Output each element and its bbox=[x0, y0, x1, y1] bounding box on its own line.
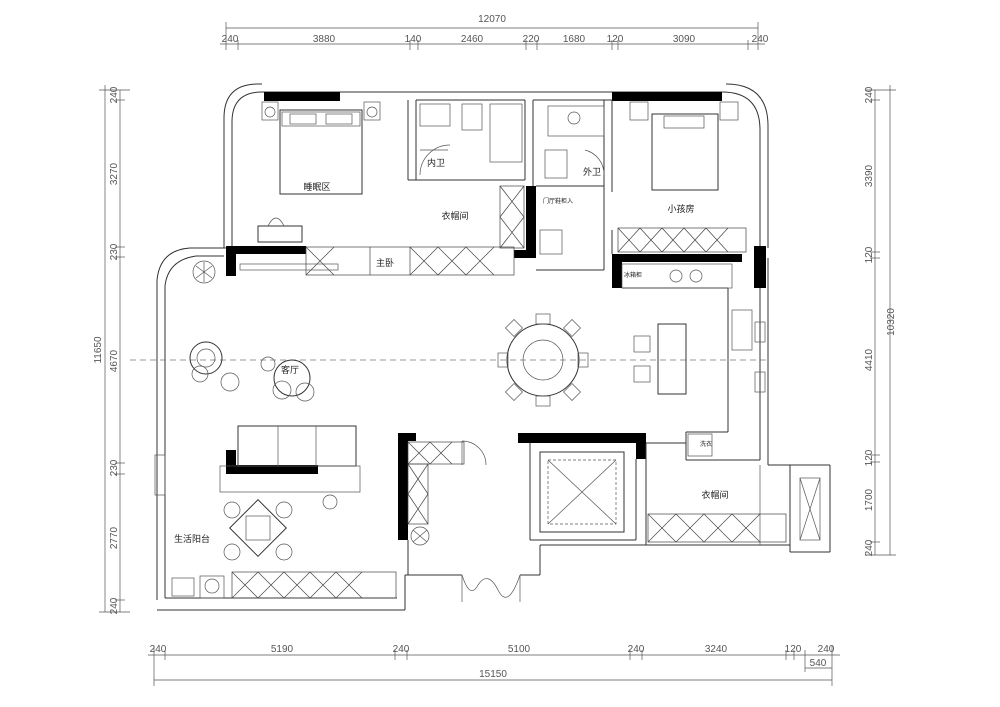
kitchen-counter bbox=[621, 263, 753, 351]
outer-bath-fixtures bbox=[544, 105, 605, 179]
right-dimension-lines bbox=[865, 85, 896, 556]
label-balcony: 生活阳台 bbox=[174, 533, 210, 545]
dim-right-3: 120 bbox=[864, 246, 875, 263]
closet-bottom bbox=[647, 465, 787, 545]
washer bbox=[687, 433, 713, 457]
dim-right-total: 10320 bbox=[886, 308, 897, 336]
wardrobe-strip-top bbox=[305, 246, 515, 276]
balcony-cabinets bbox=[171, 571, 397, 599]
label-fridge: 冰箱柜 bbox=[624, 271, 642, 279]
dim-left-2: 3270 bbox=[109, 162, 120, 185]
dim-top-6: 1680 bbox=[563, 34, 586, 45]
label-closet-top: 衣帽间 bbox=[441, 210, 468, 222]
dim-right-7: 240 bbox=[864, 539, 875, 556]
label-sleeping-area: 睡眠区 bbox=[303, 181, 330, 193]
dim-top-2: 3880 bbox=[313, 34, 336, 45]
entrance-door bbox=[461, 574, 521, 602]
dim-bottom-total: 15150 bbox=[479, 669, 507, 680]
bench bbox=[239, 263, 339, 271]
dim-top-total: 12070 bbox=[478, 14, 506, 25]
dim-left-7: 240 bbox=[109, 597, 120, 614]
dim-top-9: 240 bbox=[752, 34, 769, 45]
outer-walls bbox=[154, 83, 831, 611]
desk bbox=[257, 217, 303, 243]
dim-top-4: 2460 bbox=[461, 34, 484, 45]
dim-top-8: 3090 bbox=[673, 34, 696, 45]
label-laundry: 洗衣 bbox=[700, 440, 712, 448]
dim-right-5: 120 bbox=[864, 449, 875, 466]
dim-left-5: 230 bbox=[109, 459, 120, 476]
double-bed bbox=[261, 101, 381, 195]
wardrobe-kids bbox=[617, 227, 747, 253]
dim-bottom-8: 240 bbox=[818, 644, 835, 655]
lounge-chairs bbox=[189, 341, 315, 402]
dim-bottom-4: 5100 bbox=[508, 644, 531, 655]
label-living-room: 客厅 bbox=[281, 364, 299, 376]
dim-top-5: 220 bbox=[523, 34, 540, 45]
dim-bottom-6: 3240 bbox=[705, 644, 728, 655]
wardrobe-vertical bbox=[499, 185, 525, 249]
dim-bottom-1: 240 bbox=[150, 644, 167, 655]
dim-right-1: 240 bbox=[864, 86, 875, 103]
single-bed bbox=[629, 101, 739, 191]
balcony-table bbox=[223, 499, 293, 561]
dim-top-1: 240 bbox=[222, 34, 239, 45]
dining-table bbox=[497, 313, 589, 407]
label-closet-bottom: 衣帽间 bbox=[701, 489, 728, 501]
dim-bottom-3: 240 bbox=[393, 644, 410, 655]
entry-cabinet bbox=[407, 440, 487, 525]
dim-right-2: 3390 bbox=[864, 164, 875, 187]
label-inner-bath: 内卫 bbox=[427, 157, 445, 169]
dim-bottom-2: 5190 bbox=[271, 644, 294, 655]
sofa bbox=[219, 425, 361, 510]
dim-left-4: 4670 bbox=[109, 349, 120, 372]
kitchen-island bbox=[633, 323, 687, 395]
dim-left-3: 230 bbox=[109, 243, 120, 260]
label-outer-bath: 外卫 bbox=[583, 166, 601, 178]
inner-bath-fixtures bbox=[419, 103, 523, 176]
dim-right-4: 4410 bbox=[864, 348, 875, 371]
left-dimension-lines bbox=[99, 85, 130, 613]
dim-left-6: 2770 bbox=[109, 526, 120, 549]
utility-sink bbox=[539, 229, 563, 255]
dim-bottom-7: 120 bbox=[785, 644, 802, 655]
dim-left-total: 11650 bbox=[93, 336, 104, 364]
bottom-dimension-lines bbox=[148, 646, 840, 686]
label-storage: 门厅鞋柜入 bbox=[543, 197, 573, 205]
dim-left-1: 240 bbox=[109, 86, 120, 103]
dim-right-6: 1700 bbox=[864, 488, 875, 511]
skylight-void bbox=[539, 451, 625, 533]
structural-walls bbox=[226, 92, 766, 540]
label-kids-room: 小孩房 bbox=[667, 203, 694, 215]
dim-top-7: 120 bbox=[607, 34, 624, 45]
dim-bottom-5: 240 bbox=[628, 644, 645, 655]
dim-bottom-extra: 540 bbox=[810, 658, 827, 669]
label-master-sink: 主卧 bbox=[376, 257, 394, 269]
dim-top-3: 140 bbox=[405, 34, 422, 45]
top-dimension-lines bbox=[220, 22, 765, 50]
plant-icon bbox=[192, 260, 430, 546]
